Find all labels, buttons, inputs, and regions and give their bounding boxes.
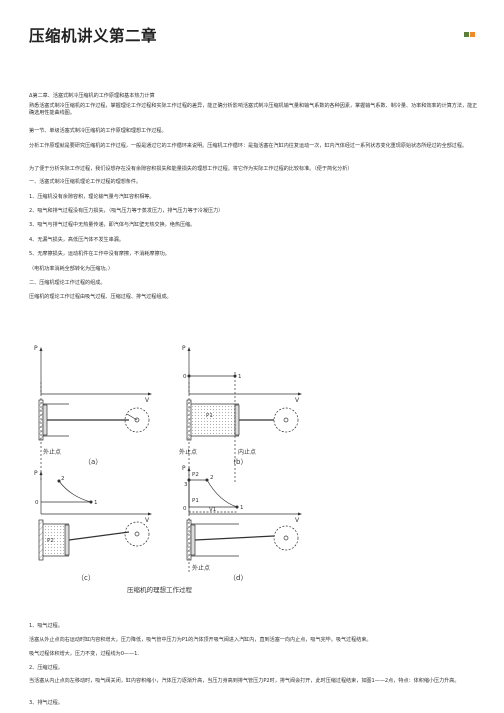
p-label-c: P <box>34 470 38 477</box>
condition-note: （电机功率消耗全部转化为压缩功。） <box>29 266 114 272</box>
point-3-d <box>187 478 191 482</box>
suction-process-paragraph: 活塞从外止点向右运动时缸内容积增大，压力降低，吸气管中压力为P1的汽体顶开吸气阀… <box>29 637 372 643</box>
panel-a: P V 外止点 （a） <box>34 345 152 482</box>
intro-paragraph: 熟悉活塞式制冷压缩机的工作过程，掌握理论工作过程和实际工作过程的差异，能正确分析… <box>29 103 478 117</box>
piston-d <box>190 524 196 556</box>
crank-circle-a <box>124 407 150 433</box>
compression-curve-d <box>206 479 238 508</box>
point-3-label-d: 3 <box>184 482 188 488</box>
condition-4: 4、无漏气损失，高低压汽体不发生串漏。 <box>29 237 124 243</box>
condition-5: 5、无摩擦损失，运动机件在工作中没有摩擦，不消耗摩擦功。 <box>29 251 170 257</box>
point-1-label-b: 1 <box>238 374 242 380</box>
v-label-c: V <box>145 517 150 524</box>
v1-label-d: V1 <box>209 507 216 513</box>
point-2-label-d: 2 <box>210 475 214 481</box>
point-0-label-b: 0 <box>183 374 187 380</box>
compressor-ideal-process-figure: P V 外止点 （a） P V 0 1 P1 外 <box>29 342 469 624</box>
piston-c <box>64 524 70 556</box>
p2-label-d: P2 <box>192 472 199 478</box>
v-label-a: V <box>145 397 150 404</box>
crank-circle-d <box>273 525 299 551</box>
crank-center-c <box>134 531 140 537</box>
point-1-d <box>235 505 239 509</box>
accent-square-green <box>464 32 469 37</box>
panel-label-a: （a） <box>84 458 102 466</box>
connecting-rod-c <box>68 531 130 541</box>
panel-b: P V 0 1 P1 外止点 内止点 （b） <box>179 345 302 482</box>
compression-curve-c <box>58 480 92 503</box>
p1-label-b: P1 <box>206 413 213 419</box>
piston-a <box>42 404 48 436</box>
v-label-b: V <box>295 397 300 404</box>
point-1-c <box>89 500 93 504</box>
v-axis-arrow-b <box>298 392 302 396</box>
v-axis-arrow-d <box>298 512 302 516</box>
chapter-heading: Δ第二章、活塞式制冷压缩机的工作原理和基本热力计算 <box>29 93 155 99</box>
page-title: 压缩机讲义第二章 <box>29 27 158 45</box>
suction-process-line: 吸气过程体积增大，压力不变，过程线为0——1. <box>29 651 139 657</box>
condition-1: 1、压缩机没有余隙容积，理论输气量与汽缸容积相等。 <box>29 194 155 200</box>
condition-3: 3、吸气与排气过程中无热量传递，即汽体与汽缸壁无热交换，绝热压缩。 <box>29 222 196 228</box>
point-2-label-c: 2 <box>61 476 65 482</box>
discharge-process-heading: 3、排气过程。 <box>29 700 63 706</box>
point-1-label-d: 1 <box>240 505 244 511</box>
p1-label-d: P1 <box>192 498 199 504</box>
crank-arm-a <box>126 413 138 421</box>
point-0-b <box>187 374 191 378</box>
piston-b <box>234 404 240 436</box>
compression-process-heading: 2、压缩过程。 <box>29 665 63 671</box>
crank-circle-c <box>124 521 150 547</box>
v-axis-arrow-c <box>148 512 152 516</box>
panel-c: P V 0 1 2 P2 （c） <box>34 470 152 582</box>
ideal-process-paragraph: 为了便于分析实际工作过程，我们设想存在没有余隙容积损失和能量损失的理想工作过程，… <box>29 166 353 172</box>
ideal-conditions-heading: 一、活塞式制冷压缩机理论工作过程的理想条件。 <box>29 179 142 185</box>
point-2-d <box>205 478 209 482</box>
p-axis-arrow-d <box>187 467 191 471</box>
outer-dead-label-b: 外止点 <box>179 448 197 456</box>
crank-circle-b <box>273 407 299 433</box>
crank-center-d <box>283 535 289 541</box>
panel-d: P V P2 3 2 P1 0 1 V1 外止点 （d） <box>182 465 302 582</box>
section-heading-1: 第一节、单级活塞式制冷压缩机的工作原理和理想工作过程。 <box>29 128 167 134</box>
condition-2: 2、吸气和排气过程没有压力损失，（吸气压力等于蒸发压力，排气压力等于冷凝压力） <box>29 208 224 214</box>
dead-point-label-a: 外止点 <box>43 448 61 456</box>
inner-dead-label-b: 内止点 <box>238 448 256 456</box>
point-1-label-c: 1 <box>94 500 98 506</box>
panel-label-c: （c） <box>77 574 95 582</box>
crank-center-b <box>283 417 289 423</box>
panel-label-b: （b） <box>229 458 247 466</box>
connecting-rod-d <box>194 535 275 541</box>
composition-heading: 二、压缩机理论工作过程的组成。 <box>29 280 106 286</box>
point-0-label-d: 0 <box>183 506 187 512</box>
cylinder-head-c <box>38 519 44 561</box>
v-label-d: V <box>295 517 300 524</box>
p-axis-arrow-b <box>187 347 191 351</box>
v-axis-arrow-a <box>148 392 152 396</box>
p-label-b: P <box>182 345 186 352</box>
point-2-c <box>57 479 61 483</box>
gas-volume-c <box>43 525 65 555</box>
p-label-a: P <box>34 345 38 352</box>
p-label-d: P <box>182 465 186 472</box>
panel-label-d: （d） <box>229 574 247 582</box>
p2-label-c: P2 <box>47 538 54 544</box>
point-0-label-c: 0 <box>35 500 39 506</box>
accent-square-orange <box>470 32 475 37</box>
principle-paragraph: 分析工作原理就是要研究压缩机的工作过程，一般是通过它的工作循环来说明。压缩机工作… <box>29 143 468 149</box>
compression-process-paragraph: 当活塞从内止点向左移动时，吸气阀关闭，缸内容积缩小，汽体压力逐渐升高，当压力身高… <box>29 678 460 684</box>
p-axis-arrow-c <box>39 471 43 475</box>
p-axis-arrow-a <box>39 347 43 351</box>
suction-process-heading: 1、吸气过程。 <box>29 623 63 629</box>
composition-paragraph: 压缩机的理论工作过程由吸气过程、压缩过程、排气过程组成。 <box>29 294 172 300</box>
outer-dead-label-d: 外止点 <box>192 564 210 572</box>
gas-volume-b <box>191 405 235 435</box>
figure-caption: 压缩机的理想工作过程 <box>127 585 193 594</box>
